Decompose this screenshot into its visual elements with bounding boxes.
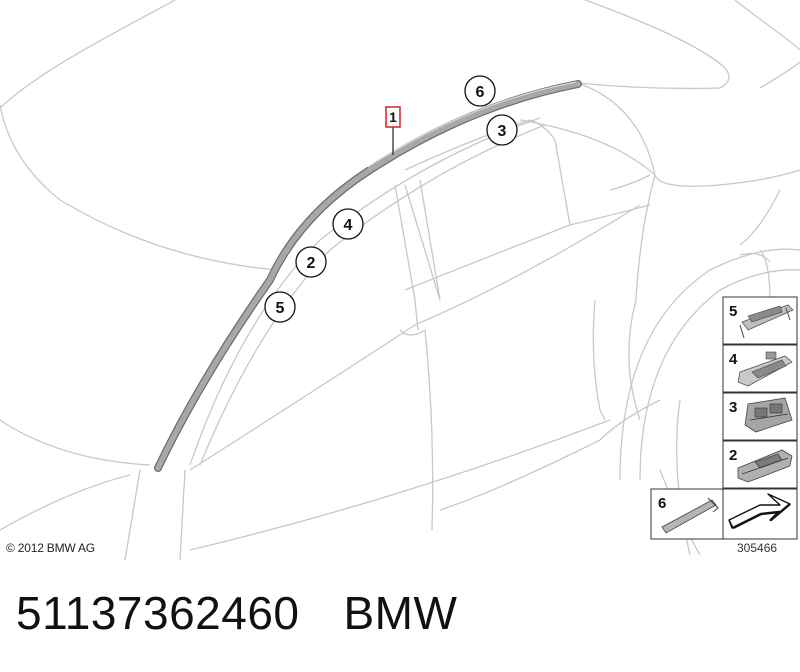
thumbnail-6[interactable]: 6 <box>650 488 724 540</box>
thumbnail-4[interactable]: 4 <box>722 344 798 393</box>
callout-6-label: 6 <box>476 84 485 101</box>
roof-trim-strip <box>154 80 582 472</box>
direction-arrow-box <box>722 488 798 540</box>
thumbnail-5-label: 5 <box>729 303 737 320</box>
callout-3[interactable]: 3 <box>486 114 518 146</box>
callout-4-label: 4 <box>344 217 353 234</box>
thumbnail-4-label: 4 <box>729 351 738 368</box>
callout-6[interactable]: 6 <box>464 75 496 107</box>
part-number: 51137362460 <box>16 587 300 639</box>
clip-3-icon <box>744 397 793 433</box>
thumbnail-3[interactable]: 3 <box>722 392 798 441</box>
callout-5[interactable]: 5 <box>264 291 296 323</box>
copyright-notice: © 2012 BMW AG <box>6 541 95 555</box>
thumbnail-2[interactable]: 2 <box>722 440 798 489</box>
callout-1-label: 1 <box>389 109 397 125</box>
thumbnail-5[interactable]: 5 <box>722 296 798 345</box>
callout-2[interactable]: 2 <box>295 246 327 278</box>
callout-2-label: 2 <box>307 255 316 272</box>
callout-5-label: 5 <box>276 300 285 317</box>
callout-3-label: 3 <box>498 123 507 140</box>
callout-1[interactable]: 1 <box>385 106 401 155</box>
clip-2-icon <box>737 449 793 483</box>
thumbnail-6-label: 6 <box>658 495 666 512</box>
part-footer: 51137362460 BMW <box>16 586 457 640</box>
thumbnail-2-label: 2 <box>729 447 737 464</box>
arrow-icon <box>728 493 791 530</box>
clip-4-icon <box>737 351 793 387</box>
thumbnail-3-label: 3 <box>729 399 737 416</box>
diagram-reference-number: 305466 <box>737 541 778 555</box>
callout-4[interactable]: 4 <box>332 208 364 240</box>
a-pillar-inner <box>189 117 546 466</box>
car-outline <box>0 0 800 561</box>
clip-5-icon <box>739 304 794 339</box>
parts-legend: 5 4 3 <box>650 296 798 540</box>
brand-name: BMW <box>343 587 458 639</box>
clip-6-icon <box>661 497 719 534</box>
